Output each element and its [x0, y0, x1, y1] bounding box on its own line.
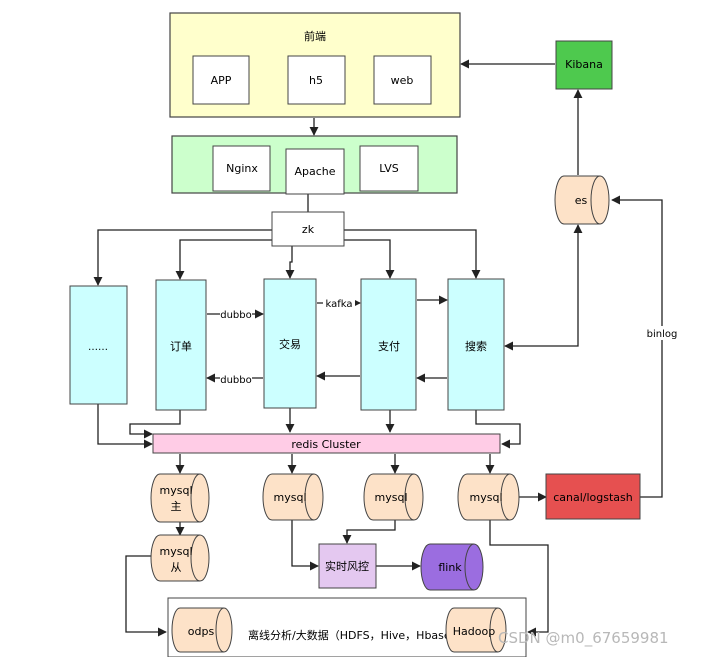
redis-cluster-label: redis Cluster — [291, 438, 361, 451]
mysql-master-role: 主 — [171, 500, 182, 513]
redis-cluster-box — [152, 433, 501, 454]
zk-label: zk — [302, 223, 315, 236]
hadoop-label: Hadoop — [453, 625, 495, 638]
lvs-label: LVS — [379, 162, 398, 175]
dubbo-label-bottom: dubbo — [220, 375, 252, 386]
mysql-2-label: mysql — [274, 491, 307, 504]
canal-logstash-label: canal/logstash — [553, 491, 633, 504]
pay-service-box — [360, 278, 417, 411]
mysql-master-label: mysql — [160, 484, 193, 497]
kafka-label: kafka — [325, 299, 352, 310]
mysql-db-2: mysql — [262, 473, 324, 521]
mysql-4-label: mysql — [470, 491, 503, 504]
nginx-label: Nginx — [226, 162, 258, 175]
mysql-slave-label: mysql — [160, 545, 193, 558]
more-service-label: …… — [88, 342, 108, 353]
odps-label: odps — [188, 625, 215, 638]
flink-label: flink — [438, 561, 462, 574]
app-label: APP — [211, 74, 232, 87]
proxy-layer: Nginx Apache LVS — [171, 135, 458, 195]
offline-analytics: odps 离线分析/大数据（HDFS，Hive，Hbase…） Hadoop — [167, 597, 527, 657]
pay-service-label: 支付 — [378, 340, 400, 353]
mysql-master-db: mysql 主 — [150, 473, 210, 523]
flink-node: flink — [420, 543, 484, 591]
mysql-slave-db: mysql 从 — [150, 534, 210, 582]
lvs-box — [359, 145, 419, 192]
nginx-box — [212, 145, 271, 192]
search-service-box — [447, 278, 505, 411]
csdn-watermark: CSDN @m0_67659981 — [498, 629, 669, 648]
frontend-title: 前端 — [304, 29, 326, 43]
kibana-box — [555, 40, 613, 90]
zk-box — [271, 211, 345, 247]
mysql-db-4: mysql — [457, 473, 520, 521]
app-box — [192, 55, 250, 105]
more-service-box — [69, 285, 128, 405]
frontend-layer: 前端 APP h5 web — [169, 12, 461, 118]
h5-box — [287, 55, 346, 105]
canal-logstash-box — [545, 473, 641, 520]
dubbo-label-top: dubbo — [220, 310, 252, 321]
offline-analytics-label: 离线分析/大数据（HDFS，Hive，Hbase…） — [248, 628, 473, 642]
risk-control-box — [318, 543, 377, 589]
trade-service-box — [263, 278, 317, 409]
order-service-label: 订单 — [170, 340, 192, 353]
mysql-slave-role: 从 — [171, 561, 182, 574]
h5-label: h5 — [309, 74, 323, 87]
mysql-3-label: mysql — [375, 491, 408, 504]
web-label: web — [391, 74, 414, 87]
es-node: es — [554, 175, 610, 225]
binlog-label: binlog — [647, 329, 678, 340]
service-layer: …… 订单 交易 支付 搜索 — [69, 278, 505, 411]
search-service-label: 搜索 — [465, 339, 487, 353]
web-box — [373, 55, 432, 105]
risk-control-label: 实时风控 — [325, 559, 369, 573]
kibana-label: Kibana — [565, 58, 603, 71]
mysql-db-3: mysql — [363, 473, 424, 521]
apache-box — [285, 148, 345, 195]
apache-label: Apache — [294, 165, 335, 178]
es-label: es — [575, 194, 588, 207]
trade-service-label: 交易 — [279, 337, 301, 351]
order-service-box — [155, 279, 207, 411]
